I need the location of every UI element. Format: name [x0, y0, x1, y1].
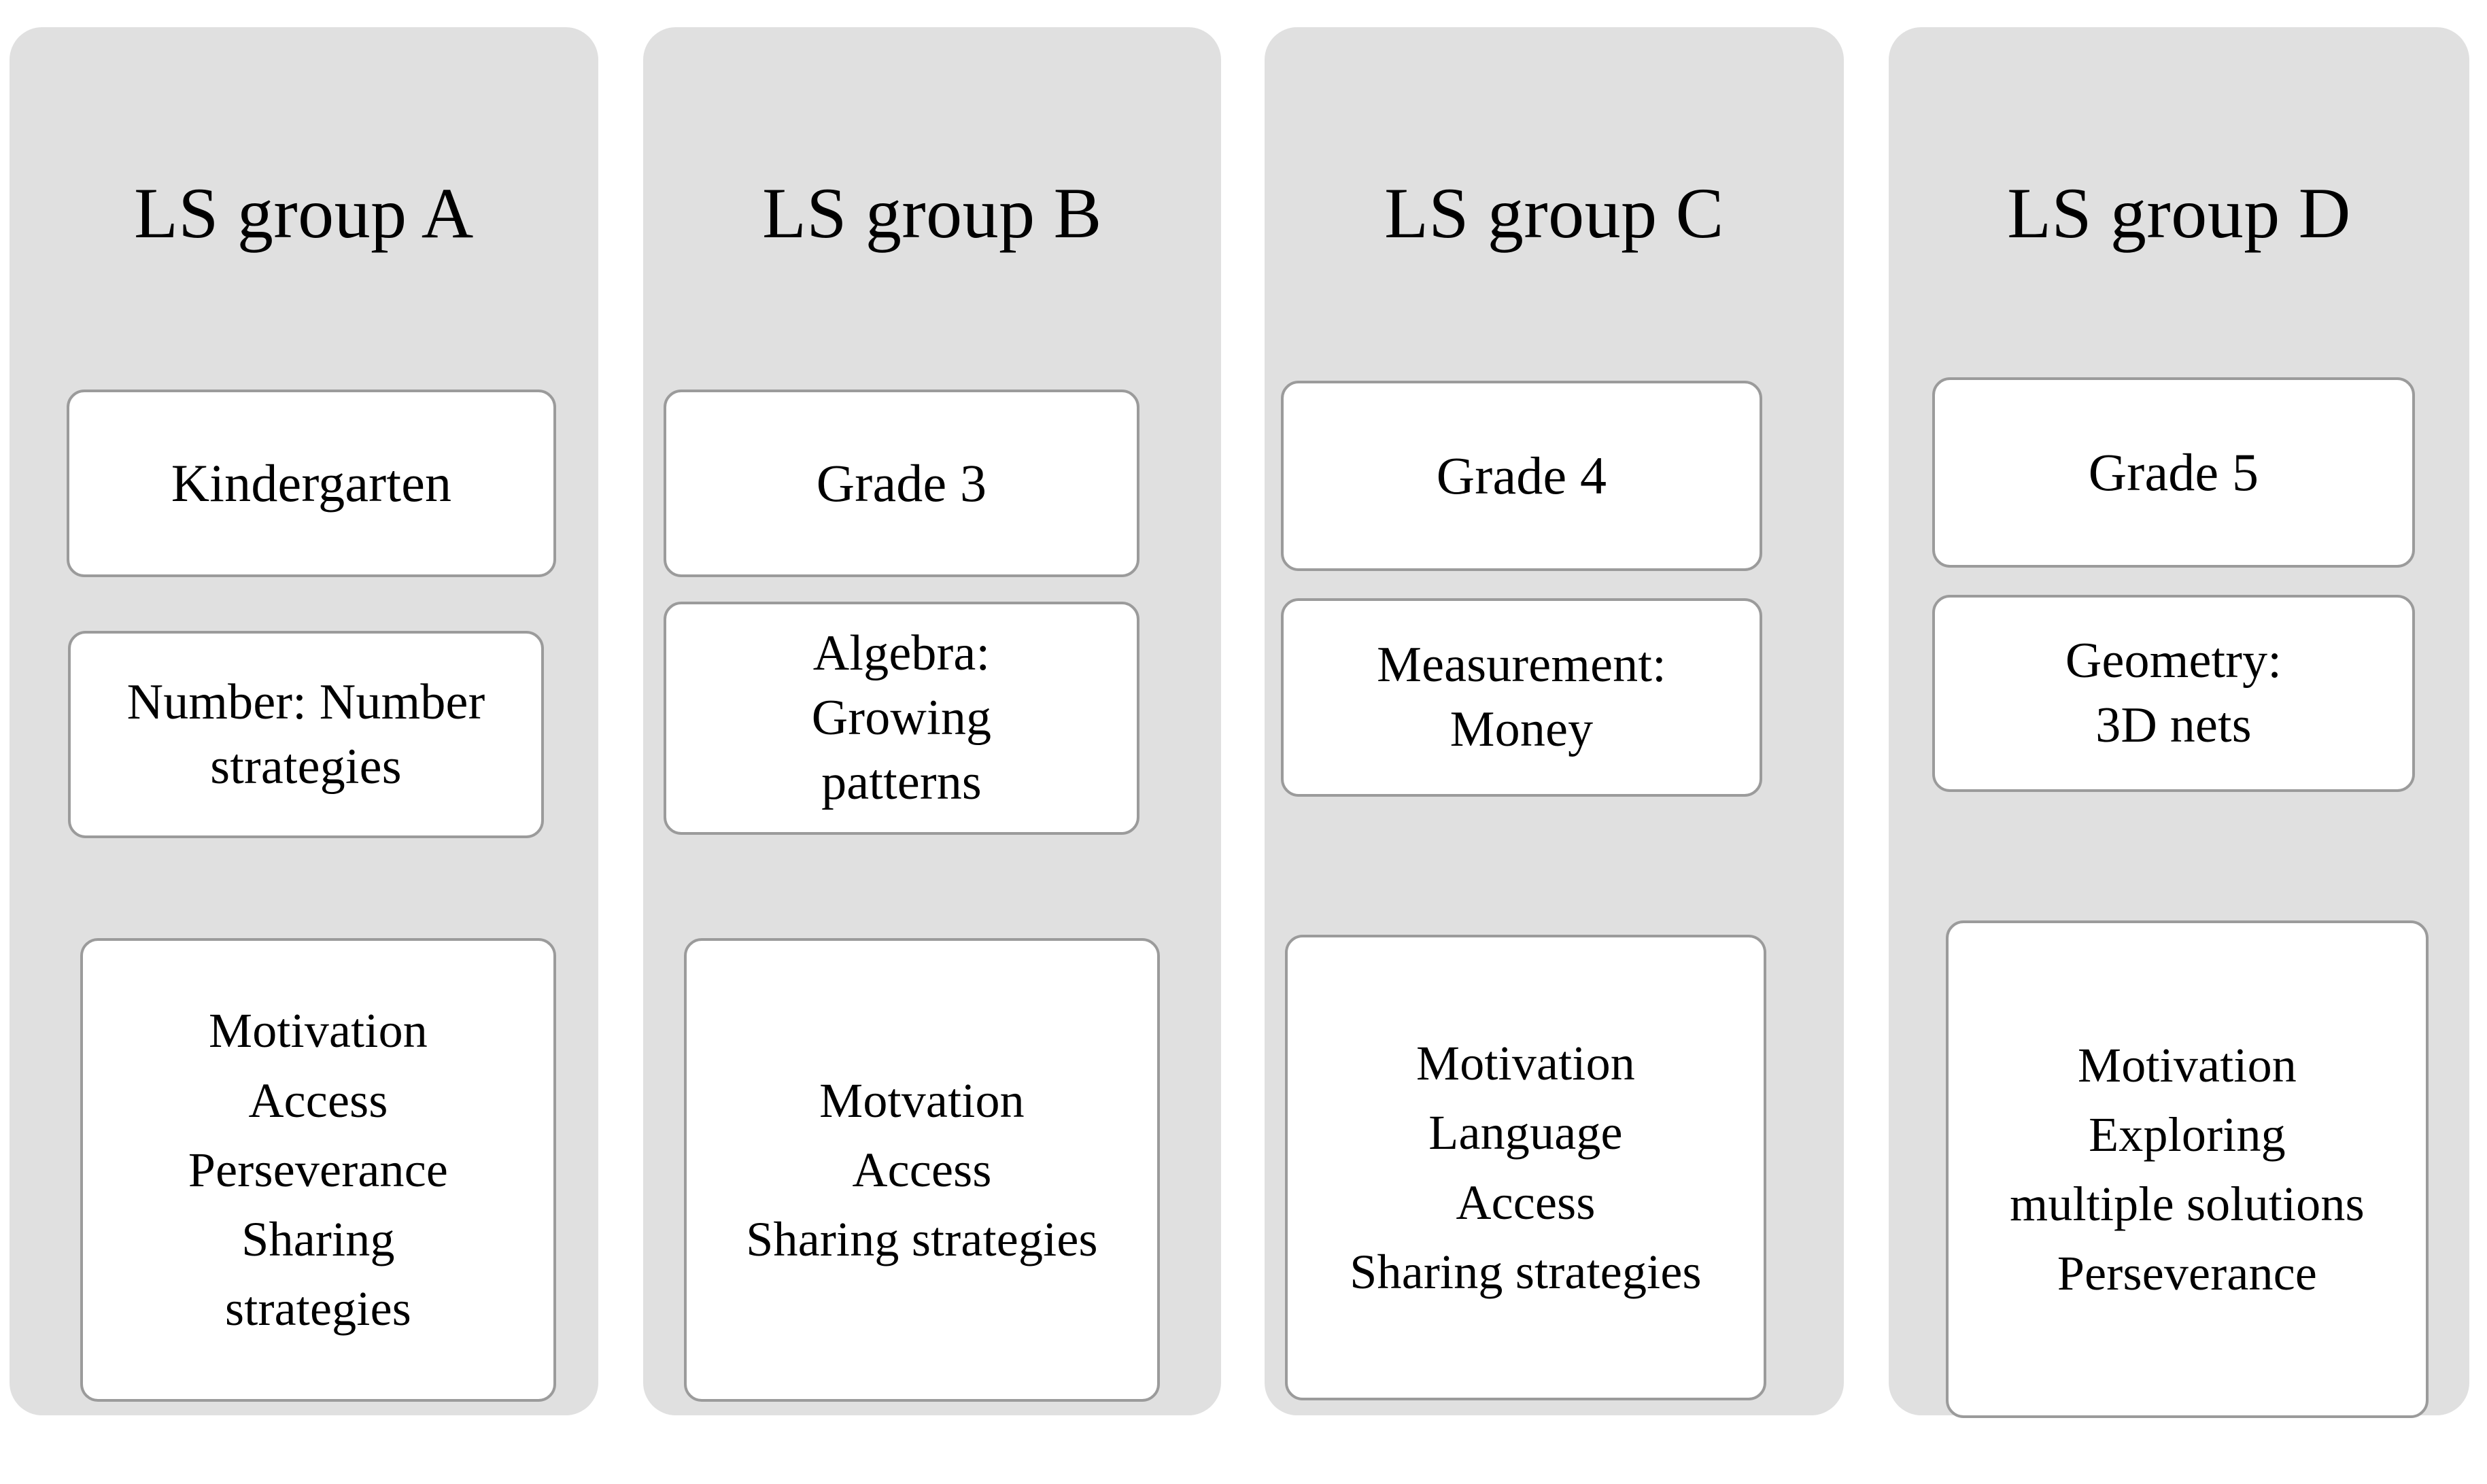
focus-card-a: Motivation Access Perseverance Sharing s… [80, 938, 556, 1402]
topic-card-c: Measurement: Money [1281, 598, 1762, 797]
grade-card-b-text: Grade 3 [816, 453, 987, 513]
focus-card-b-text: Motvation Access Sharing strategies [746, 1073, 1098, 1267]
focus-card-c-text: Motivation Language Access Sharing strat… [1350, 1036, 1702, 1299]
topic-card-d: Geometry: 3D nets [1932, 595, 2415, 792]
topic-card-b: Algebra: Growing patterns [664, 602, 1139, 835]
topic-card-c-text: Measurement: Money [1377, 637, 1666, 757]
grade-card-d: Grade 5 [1932, 377, 2415, 568]
ls-group-panel-a: LS group A Kindergarten Number: Number s… [10, 27, 598, 1415]
focus-card-b: Motvation Access Sharing strategies [684, 938, 1160, 1402]
topic-card-b-text: Algebra: Growing patterns [811, 625, 992, 810]
focus-card-c: Motivation Language Access Sharing strat… [1285, 935, 1766, 1400]
grade-card-a-text: Kindergarten [171, 453, 452, 513]
panel-title-d: LS group D [2007, 173, 2351, 253]
grade-card-a: Kindergarten [67, 390, 556, 577]
panel-title-a: LS group A [134, 173, 474, 253]
topic-card-a-text: Number: Number strategies [126, 674, 485, 795]
focus-card-d-text: Motivation Exploring multiple solutions … [2010, 1037, 2365, 1301]
grade-card-c: Grade 4 [1281, 381, 1762, 571]
topic-card-a: Number: Number strategies [68, 631, 544, 838]
ls-group-panel-b: LS group B Grade 3 Algebra: Growing patt… [643, 27, 1221, 1415]
grade-card-b: Grade 3 [664, 390, 1139, 577]
panel-title-b: LS group B [762, 173, 1102, 253]
grade-card-c-text: Grade 4 [1436, 446, 1607, 506]
ls-group-panel-d: LS group D Grade 5 Geometry: 3D nets Mot… [1889, 27, 2469, 1418]
grade-card-d-text: Grade 5 [2088, 443, 2259, 502]
panel-title-c: LS group C [1384, 173, 1724, 253]
ls-group-panel-c: LS group C Grade 4 Measurement: Money Mo… [1265, 27, 1844, 1415]
focus-card-d: Motivation Exploring multiple solutions … [1946, 920, 2429, 1418]
focus-card-a-text: Motivation Access Perseverance Sharing s… [188, 1003, 449, 1336]
topic-card-d-text: Geometry: 3D nets [2065, 633, 2282, 753]
